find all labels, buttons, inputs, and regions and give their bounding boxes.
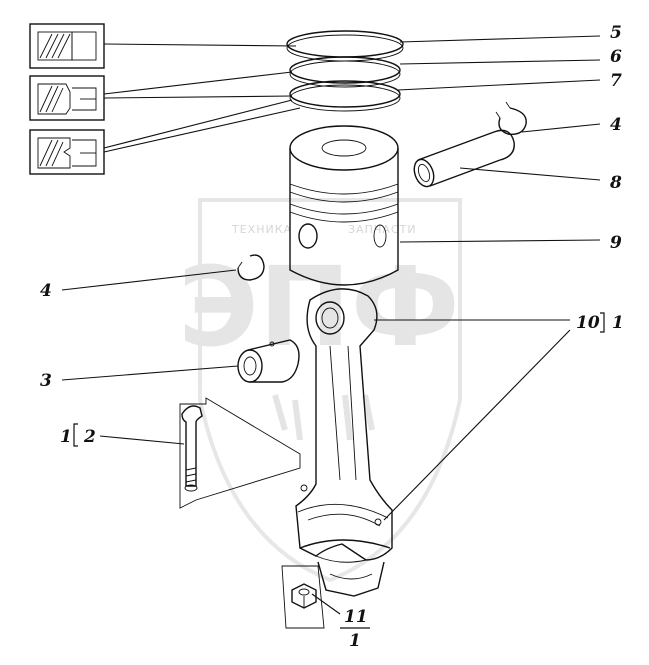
callout-11: 11	[344, 607, 368, 627]
callout-4-ring-top: 4	[610, 115, 622, 135]
small-end-bushing	[237, 339, 300, 383]
connecting-rod	[295, 288, 393, 597]
callout-1: 1	[60, 427, 72, 447]
rod-nut	[281, 565, 325, 629]
leader-lines	[61, 35, 601, 615]
retaining-ring-right	[495, 101, 527, 135]
ring-section-bottom	[29, 129, 105, 175]
watermark-left-text: ТЕХНИКА	[231, 223, 292, 236]
callout-10-qty: 1	[612, 313, 624, 333]
callout-6: 6	[610, 47, 622, 67]
callout-3: 3	[40, 371, 52, 391]
callout-11-qty: 1	[349, 631, 361, 651]
bracket-marks	[73, 312, 605, 629]
piston-rings	[286, 30, 404, 112]
retaining-ring-left	[237, 254, 265, 281]
piston-pin	[413, 129, 515, 188]
callout-10: 10	[576, 313, 600, 333]
callout-5: 5	[610, 23, 622, 43]
callout-4-ring-left: 4	[40, 281, 52, 301]
piston	[289, 125, 399, 286]
rod-bolt	[179, 397, 301, 509]
ring-section-middle	[29, 75, 105, 121]
watermark-right-text: ЗАПЧАСТИ	[348, 223, 417, 236]
callout-8: 8	[609, 173, 622, 193]
callout-7: 7	[610, 71, 622, 91]
callout-9: 9	[610, 233, 622, 253]
ring-section-top	[29, 23, 105, 69]
callout-2: 2	[83, 427, 96, 447]
watermark: ТЕХНИКА ЗАПЧАСТИ ЭПФ	[178, 198, 462, 583]
